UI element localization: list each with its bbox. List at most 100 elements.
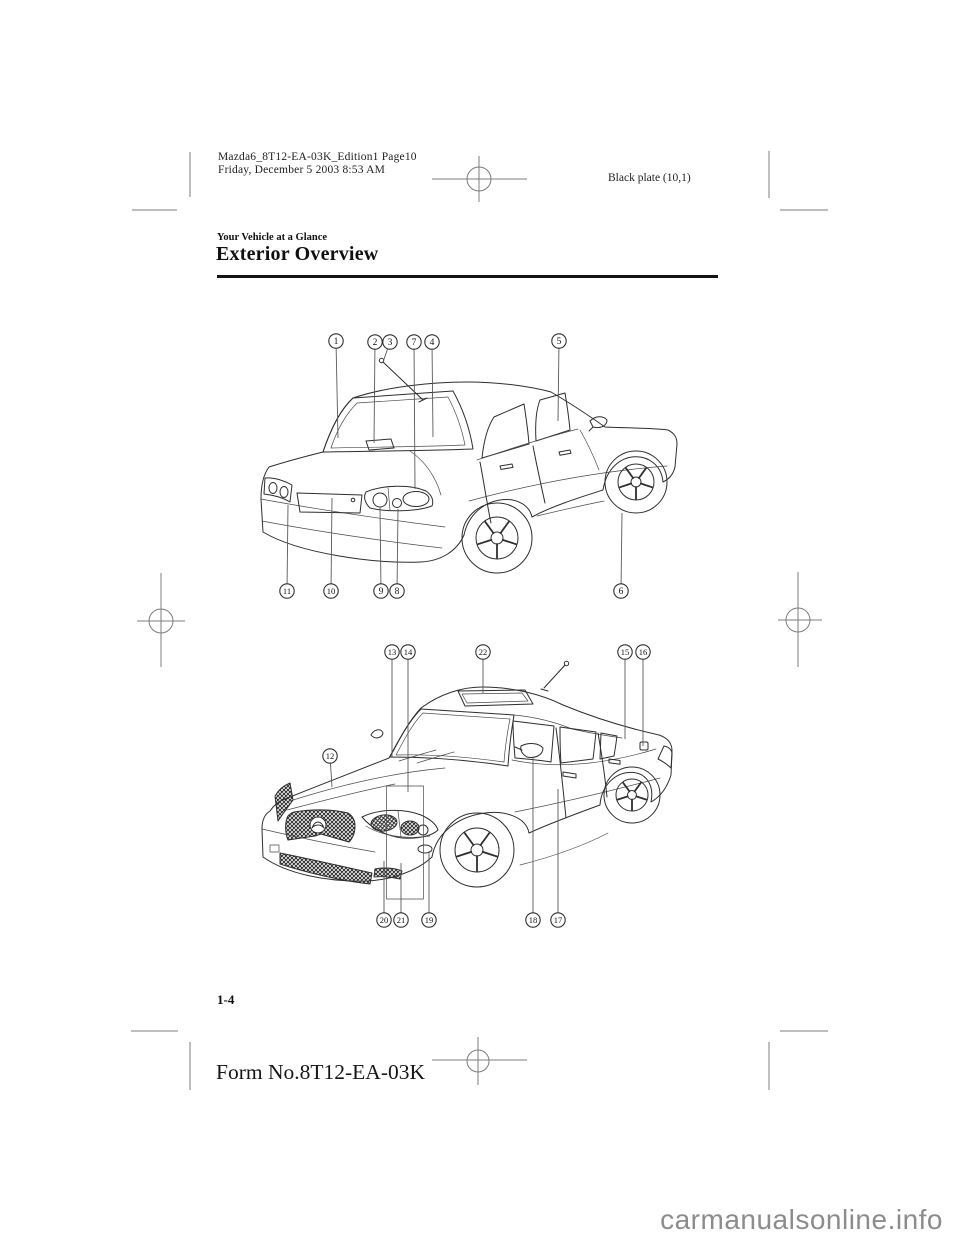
rear-door-window [481, 403, 530, 459]
corner-mark-top-left [132, 152, 191, 211]
svg-text:18: 18 [529, 915, 538, 925]
svg-text:17: 17 [554, 915, 563, 925]
quarter-window [599, 732, 618, 760]
callout-4: 4 [424, 334, 440, 438]
rear-wheel [603, 766, 661, 824]
print-header-date-line: Friday, December 5 2003 8:53 AM [218, 163, 386, 176]
registration-mark-right [778, 572, 822, 667]
svg-text:22: 22 [479, 647, 488, 657]
car-rear-view-line-art [260, 357, 678, 574]
door-handle [558, 449, 572, 456]
rear-wheel [461, 502, 533, 574]
print-header-file-line: Mazda6_8T12-EA-03K_Edition1 Page10 [218, 151, 417, 163]
callouts-front-view: 13 14 22 15 16 12 20 21 19 18 17 [322, 644, 651, 928]
door-mirror-far [370, 729, 384, 739]
callout-10: 10 [323, 497, 339, 599]
svg-text:5: 5 [557, 337, 562, 347]
rear-door-window [559, 726, 597, 764]
svg-text:19: 19 [425, 915, 434, 925]
page-number: 1-4 [217, 992, 235, 1007]
callout-9: 9 [373, 506, 389, 599]
svg-text:1: 1 [334, 337, 339, 347]
callout-8: 8 [389, 508, 405, 599]
corner-mark-top-right [768, 151, 828, 211]
front-wheel [604, 450, 668, 514]
svg-text:7: 7 [412, 338, 417, 348]
callout-22: 22 [475, 644, 491, 693]
side-marker-lamp [417, 844, 433, 854]
page-title: Exterior Overview [216, 243, 379, 265]
registration-mark-top-center [432, 156, 527, 202]
door-handle [499, 463, 514, 470]
svg-text:12: 12 [326, 751, 335, 761]
svg-text:9: 9 [379, 587, 384, 597]
callout-16: 16 [635, 644, 651, 746]
front-wheel [439, 812, 515, 888]
callout-20: 20 [376, 861, 392, 928]
svg-text:3: 3 [388, 338, 393, 348]
plate-note: Black plate (10,1) [608, 172, 691, 184]
registration-mark-left [137, 573, 185, 667]
rear-lamp-left [263, 477, 293, 503]
callout-14: 14 [400, 644, 416, 792]
svg-text:4: 4 [430, 338, 435, 348]
headlight-right [361, 809, 439, 839]
fuel-filler-door [639, 741, 649, 751]
svg-text:10: 10 [327, 586, 336, 596]
watermark: carmanualsonline.info [660, 1204, 943, 1235]
door-handle [608, 758, 621, 765]
callout-12: 12 [322, 748, 338, 788]
svg-text:20: 20 [380, 915, 389, 925]
rear-lamp-right [364, 485, 434, 512]
car-front-view-line-art [261, 660, 673, 900]
form-number: Form No.8T12-EA-03K [216, 1060, 426, 1084]
svg-text:2: 2 [373, 338, 378, 348]
registration-mark-bottom-center [432, 1037, 527, 1085]
callout-11: 11 [279, 504, 295, 599]
callout-13: 13 [384, 644, 400, 758]
door-mirror [589, 416, 608, 429]
front-door-window [512, 720, 555, 763]
callout-7: 7 [406, 334, 422, 490]
rear-lamp [657, 745, 673, 769]
lower-air-intake [279, 852, 403, 885]
callout-bracket [386, 785, 424, 900]
callout-15: 15 [617, 644, 633, 739]
callout-19: 19 [421, 851, 437, 928]
fog-lamp [373, 867, 403, 880]
wiper-blades [398, 749, 455, 764]
mazda-emblem [309, 816, 327, 834]
section-kicker: Your Vehicle at a Glance [217, 232, 328, 243]
svg-text:15: 15 [621, 647, 630, 657]
svg-text:11: 11 [283, 586, 291, 596]
door-handle [562, 771, 577, 779]
rear-window [322, 390, 474, 453]
callout-6: 6 [613, 512, 629, 599]
svg-text:14: 14 [404, 647, 413, 657]
corner-mark-bottom-right [768, 1030, 828, 1090]
front-door-window [535, 392, 571, 442]
callout-17: 17 [550, 789, 566, 928]
radio-antenna [540, 660, 570, 692]
callout-5: 5 [551, 333, 567, 422]
car-body-outline [261, 686, 673, 882]
headlight-left [274, 782, 294, 822]
high-mount-stop-lamp [365, 438, 395, 451]
print-header: Mazda6_8T12-EA-03K_Edition1 Page10 Frida… [218, 151, 417, 177]
callout-3: 3 [382, 334, 398, 363]
svg-text:13: 13 [388, 647, 397, 657]
callout-1: 1 [328, 333, 344, 439]
license-plate-recess [296, 492, 363, 514]
corner-mark-bottom-left [131, 1030, 191, 1090]
radio-antenna [378, 357, 428, 403]
front-grille [285, 809, 356, 843]
svg-text:21: 21 [397, 915, 406, 925]
moonroof [457, 689, 534, 707]
svg-text:8: 8 [395, 587, 400, 597]
callout-21: 21 [393, 863, 409, 928]
svg-text:6: 6 [619, 587, 624, 597]
